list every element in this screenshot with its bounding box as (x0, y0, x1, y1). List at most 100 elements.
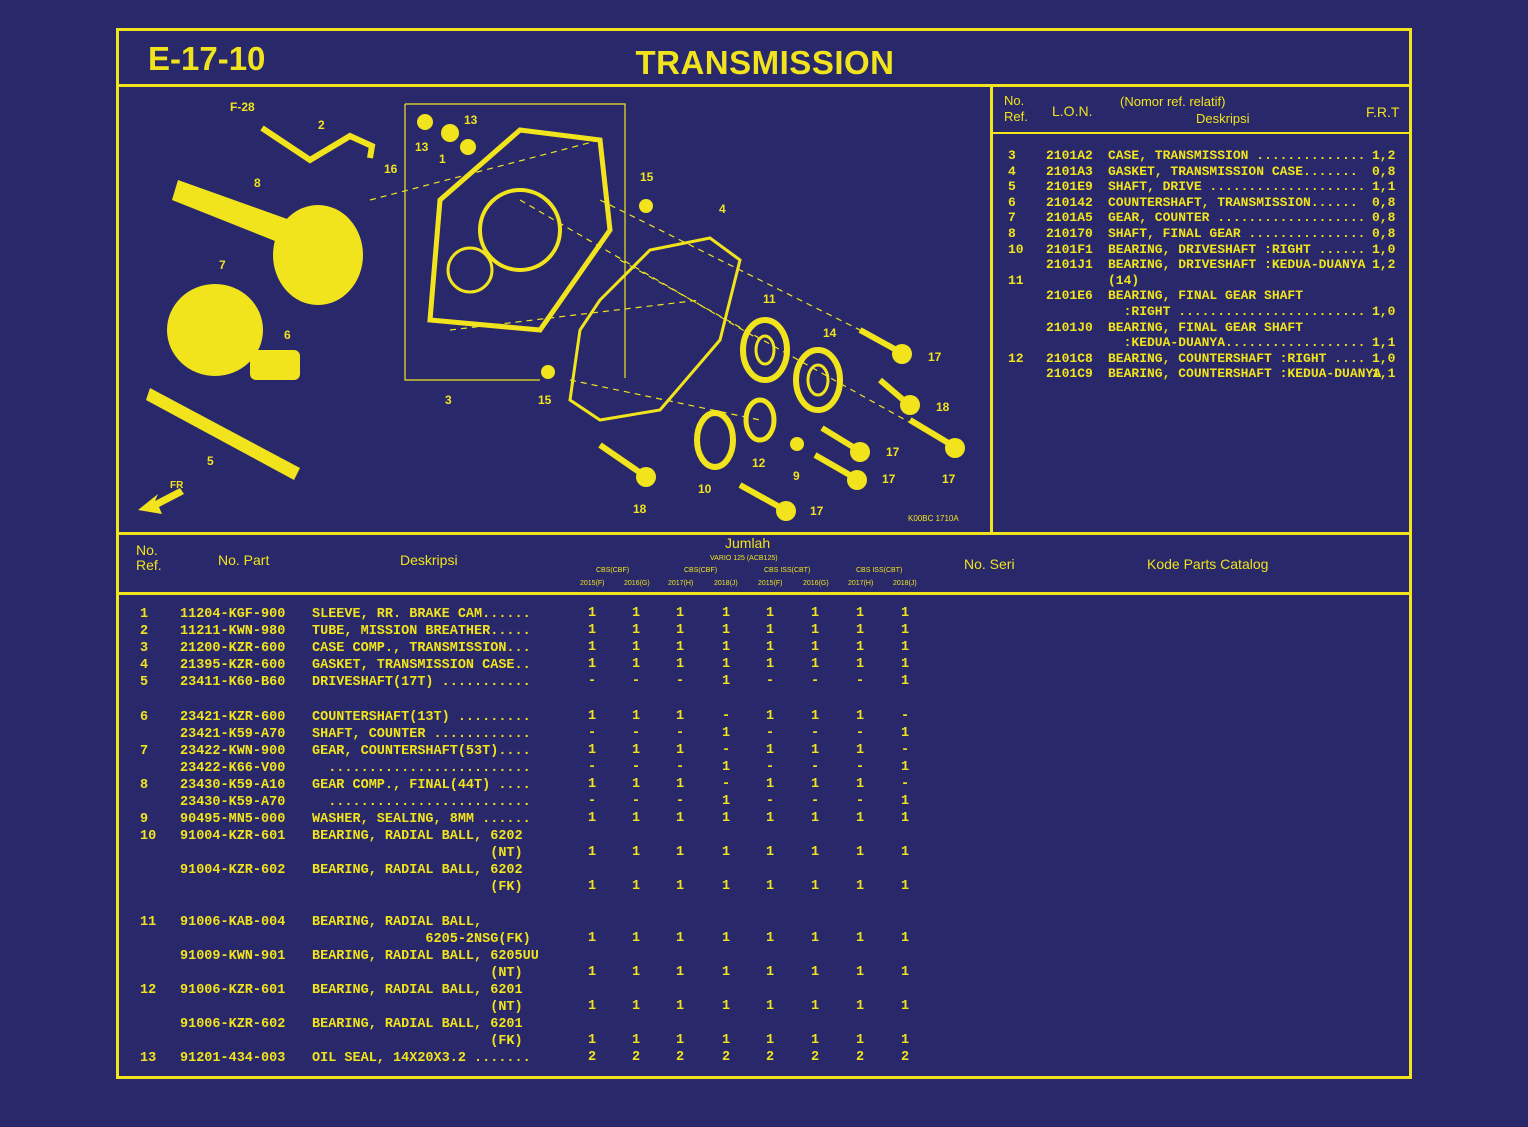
ref-row-frt: 1,0 (1372, 304, 1396, 319)
parts-row-qty: 1 (855, 965, 865, 980)
parts-row-ref: 7 (140, 744, 149, 759)
callout-18b: 18 (633, 502, 647, 516)
ref-row-no: 3 (1008, 148, 1016, 163)
parts-row-qty: - (631, 726, 641, 741)
parts-row-ref: 12 (140, 983, 157, 998)
parts-row-desc: BEARING, RADIAL BALL, 6202 (312, 829, 523, 844)
parts-row-part: 91004-KZR-602 (180, 863, 286, 878)
parts-row-qty: 1 (587, 879, 597, 894)
parts-row-ref: 13 (140, 1051, 157, 1066)
year-header: 2015(F) (580, 580, 605, 587)
year-header: 2016(G) (803, 580, 829, 587)
ref-row-no: 5 (1008, 179, 1016, 195)
parts-row-ref: 2 (140, 624, 149, 639)
parts-row-qty: 1 (675, 777, 685, 792)
parts-row-desc: (NT) (312, 1000, 523, 1015)
parts-row-qty: 1 (765, 845, 775, 860)
callout-16: 16 (384, 162, 398, 176)
diagram-divider (990, 86, 993, 534)
parts-row-qty: 1 (810, 999, 820, 1014)
ref-row-desc: BEARING, FINAL GEAR SHAFT (1108, 288, 1304, 304)
parts-row-ref: 9 (140, 812, 149, 827)
parts-row-qty: 2 (587, 1050, 597, 1065)
callout-5: 5 (207, 454, 214, 468)
parts-row-qty: 1 (765, 657, 775, 672)
parts-row-qty: 1 (810, 623, 820, 638)
parts-row-qty: 1 (900, 1033, 910, 1048)
parts-row-part: 91006-KZR-602 (180, 1017, 286, 1032)
parts-row-desc: COUNTERSHAFT(13T) ......... (312, 710, 531, 725)
callout-9: 9 (793, 469, 800, 483)
parts-row-qty: 1 (721, 726, 731, 741)
parts-row-ref: 3 (140, 641, 149, 656)
parts-row-desc: GEAR, COUNTERSHAFT(53T).... (312, 744, 531, 759)
fr-label: FR (170, 480, 184, 491)
parts-row-qty: 1 (675, 640, 685, 655)
ref-row-code: 2101C8 (1046, 350, 1093, 366)
parts-row-qty: 1 (900, 999, 910, 1014)
table-header-divider (118, 592, 1410, 595)
parts-row-qty: 1 (765, 879, 775, 894)
parts-row-qty: 1 (765, 931, 775, 946)
diagram-bottom-divider (118, 532, 1410, 535)
ref-row-code: 2101J0 (1046, 319, 1093, 335)
callout-f28: F-28 (230, 100, 255, 114)
parts-row-qty: 1 (855, 623, 865, 638)
parts-row-part: 23430-K59-A70 (180, 795, 286, 810)
callout-17d: 17 (942, 472, 956, 486)
parts-row-desc: ......................... (312, 761, 531, 776)
parts-row-qty: - (765, 794, 775, 809)
parts-row-qty: 1 (721, 999, 731, 1014)
parts-row-qty: 1 (675, 845, 685, 860)
parts-row-part: 90495-MN5-000 (180, 812, 286, 827)
parts-row-qty: - (631, 674, 641, 689)
ref-row-code: 210170 (1046, 226, 1093, 241)
parts-row-qty: - (810, 726, 820, 741)
year-header: 2017(H) (668, 580, 694, 587)
parts-row-qty: 1 (810, 640, 820, 655)
parts-row-qty: 1 (810, 1033, 820, 1048)
parts-row-qty: 1 (810, 777, 820, 792)
parts-row-qty: - (587, 726, 597, 741)
parts-row-qty: 1 (631, 640, 641, 655)
parts-row-qty: 1 (675, 743, 685, 758)
ref-row-code: 2101J1 (1046, 257, 1093, 273)
parts-row-qty: 1 (675, 965, 685, 980)
parts-row-qty: 1 (721, 1033, 731, 1048)
parts-row-part: 23411-K60-B60 (180, 675, 286, 690)
parts-row-qty: 2 (675, 1050, 685, 1065)
parts-row-desc: CASE COMP., TRANSMISSION... (312, 641, 531, 656)
parts-row-qty: 1 (631, 1033, 641, 1048)
parts-row-qty: 1 (631, 931, 641, 946)
parts-row-qty: 1 (900, 845, 910, 860)
ref-row-frt: 0,8 (1372, 194, 1396, 210)
parts-row-qty: 1 (587, 811, 597, 826)
parts-row-qty: 1 (900, 606, 910, 621)
parts-row-qty: 1 (675, 623, 685, 638)
ref-row-code: 2101E6 (1046, 288, 1093, 304)
ref-row-no: 7 (1008, 210, 1016, 226)
parts-row-qty: - (765, 674, 775, 689)
parts-header-group-4: CBS ISS(CBT) (856, 567, 903, 574)
parts-row-qty: 1 (631, 845, 641, 860)
parts-row-part: 23421-KZR-600 (180, 710, 286, 725)
ref-row-desc: GASKET, TRANSMISSION CASE....... (1108, 163, 1358, 179)
parts-row-qty: 1 (721, 879, 731, 894)
parts-row-qty: 1 (675, 657, 685, 672)
parts-row-qty: 1 (765, 743, 775, 758)
callout-17a: 17 (928, 350, 942, 364)
parts-row-qty: 1 (587, 606, 597, 621)
parts-row-qty: 1 (855, 879, 865, 894)
ref-row-desc: SHAFT, DRIVE .................... (1108, 179, 1366, 195)
parts-row-qty: 1 (900, 657, 910, 672)
parts-row-qty: 1 (721, 606, 731, 621)
parts-row-qty: 1 (900, 811, 910, 826)
parts-row-qty: 1 (900, 965, 910, 980)
parts-header-no-part: No. Part (218, 552, 270, 568)
ref-row-desc: BEARING, DRIVESHAFT :RIGHT ...... (1108, 241, 1366, 257)
parts-row-qty: 1 (900, 879, 910, 894)
ref-row-code: 2101A3 (1046, 163, 1093, 179)
parts-row-qty: 1 (810, 811, 820, 826)
parts-row-qty: 1 (631, 606, 641, 621)
